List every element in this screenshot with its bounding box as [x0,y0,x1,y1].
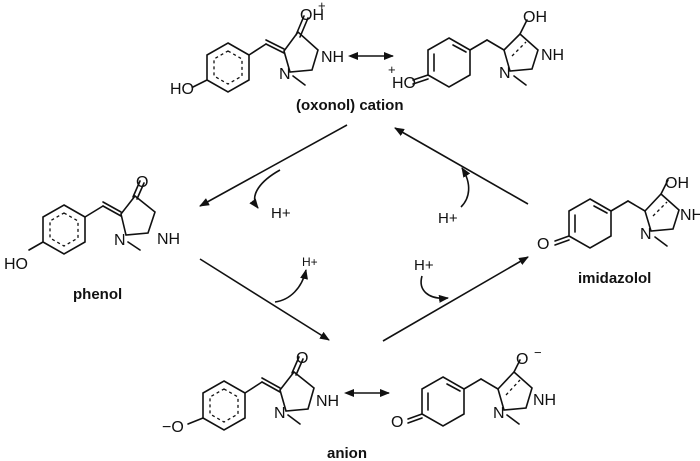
anion-quinoid-form: O O − NH N [391,345,556,431]
anion-nh: NH [316,393,339,410]
h-plus-left-top: H+ [271,205,291,222]
cation-oh: OH [300,7,324,24]
quinoid-n: N [499,65,511,82]
label-phenol: phenol [73,286,122,303]
label-cation: (oxonol) cation [296,97,404,114]
cation-phenol-form: HO OH + NH N [170,0,344,98]
arrow-cation-to-phenol [199,124,348,207]
negative-charge: − [534,345,542,360]
positive-charge-2: + [388,62,396,77]
anion-quinoid-n: N [493,405,505,422]
anion-quinoid-nh: NH [533,392,556,409]
quinoid-oh: OH [523,9,547,26]
anion-quinoid-o-minus: O [516,351,528,368]
imidazolol-nh: NH [680,207,700,224]
h-plus-right-top: H+ [438,210,458,227]
anion-o-minus: −O [162,419,184,436]
cation-quinoid-form: HO + OH NH N [388,9,564,92]
h-plus-right-bottom: H+ [414,257,434,274]
anion-quinoid-o: O [391,414,403,431]
anion-phenolate-form: −O O NH N [162,350,339,436]
phenol-o: O [136,174,148,191]
phenol-nh: NH [157,231,180,248]
phenol-structure: HO O NH N [4,174,180,273]
arrow-anion-to-imidazolol [382,256,529,342]
curved-arrow-proton-release-bottom [274,269,308,303]
ring-nh: NH [321,49,344,66]
positive-charge: + [318,0,326,13]
curved-arrow-proton-release-left [249,169,281,209]
ring-n: N [279,66,291,83]
phenol-n: N [114,232,126,249]
imidazolol-structure: O OH NH N [537,175,700,253]
label-anion: anion [327,445,367,461]
arrow-imidazolol-to-cation [394,127,529,205]
curved-arrow-proton-uptake-bottom [420,275,449,303]
h-plus-left-bottom: H+ [302,255,318,269]
curved-arrow-proton-uptake-top [460,167,471,208]
anion-o: O [296,350,308,367]
imidazolol-oh: OH [665,175,689,192]
label-imidazolol: imidazolol [578,270,651,287]
phenol-ho: HO [4,256,28,273]
imidazolol-n: N [640,226,652,243]
quinoid-nh: NH [541,47,564,64]
arrow-phenol-to-anion [199,258,330,341]
hydroxyl-ho: HO [170,81,194,98]
anion-n: N [274,405,286,422]
quinoid-ho: HO [392,75,416,92]
imidazolol-o: O [537,236,549,253]
